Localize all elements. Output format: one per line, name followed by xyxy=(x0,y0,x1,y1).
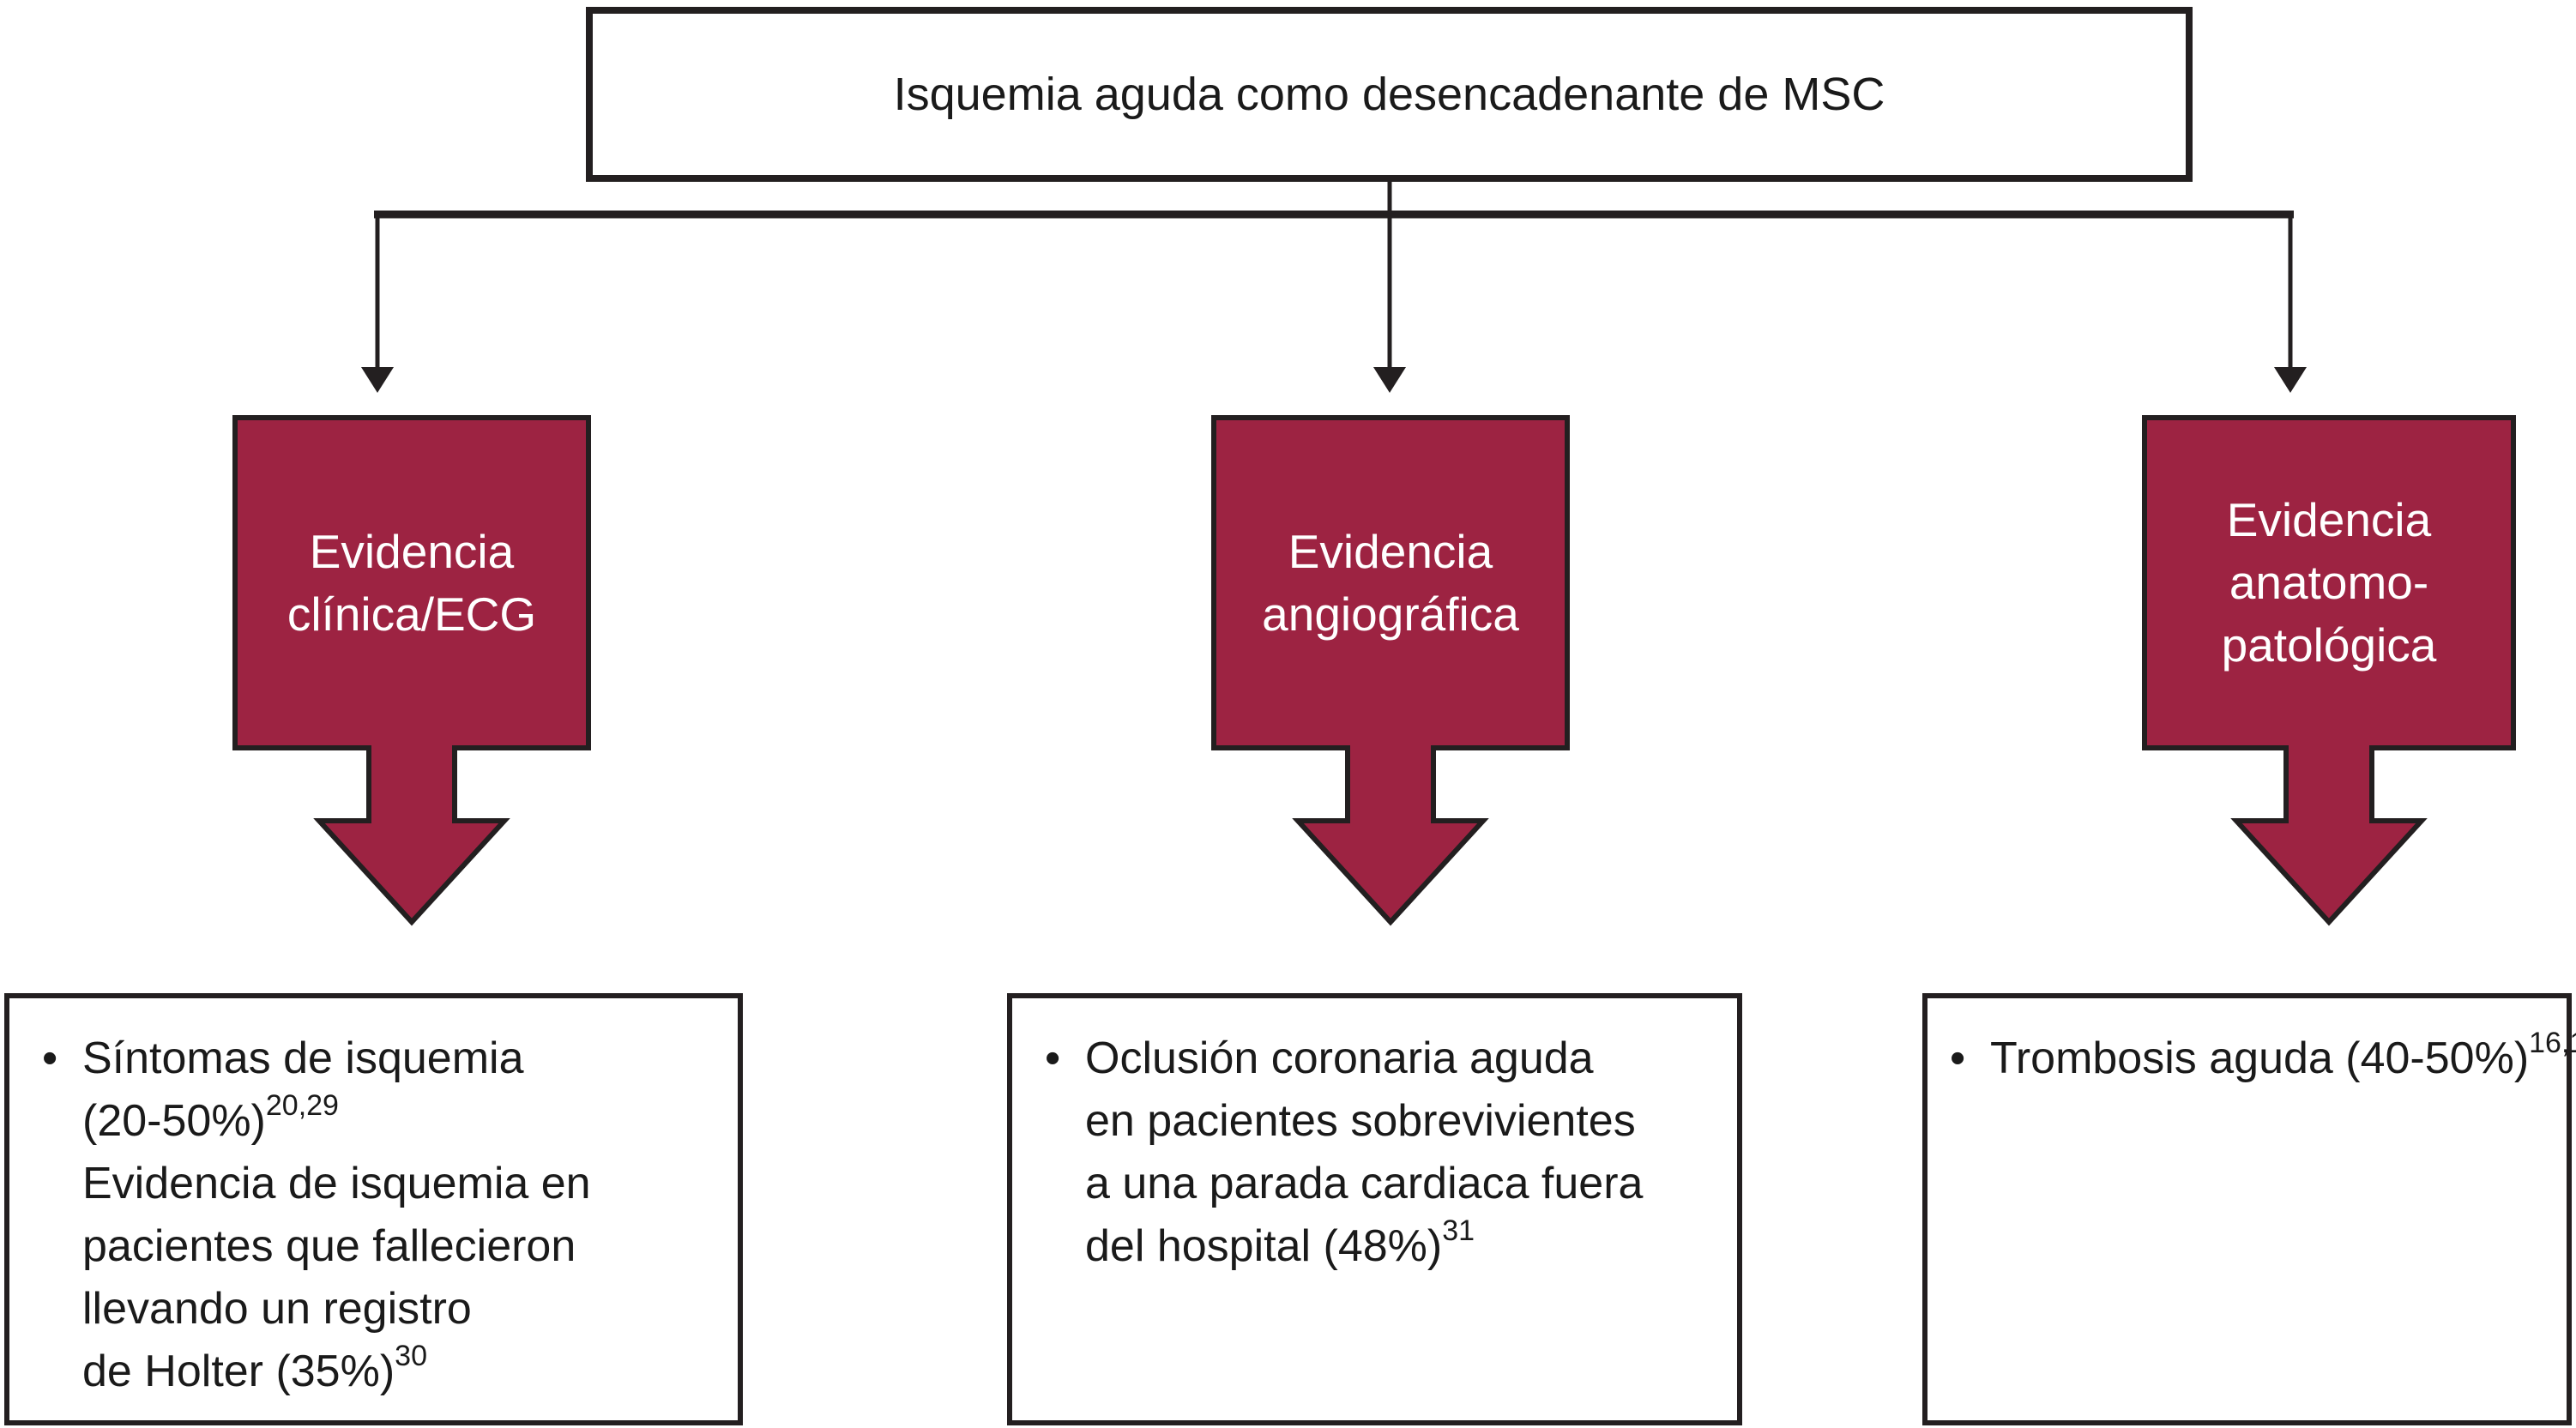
reference-superscript: 30 xyxy=(395,1340,427,1372)
arrowhead-icon xyxy=(361,367,394,393)
branch-box-label-line: angiográfica xyxy=(1262,587,1519,641)
bullet-icon: • xyxy=(1950,1033,1966,1083)
arrowhead-icon xyxy=(1373,367,1406,393)
detail-line: • Trombosis aguda (40-50%)16,17 xyxy=(1950,1027,2576,1090)
root-box-label: Isquemia aguda como desencadenante de MS… xyxy=(893,69,1885,120)
branch-box-label-line: anatomo- xyxy=(2229,556,2429,609)
evidence-box-clinical-ecg: Evidencia clínica/ECG xyxy=(235,418,588,748)
detail-line: llevando un registro xyxy=(82,1278,738,1341)
detail-line: del hospital (48%)31 xyxy=(1085,1215,1737,1278)
detail-line: (20-50%)20,29 xyxy=(82,1090,738,1153)
detail-box-anatomopathologic: • Trombosis aguda (40-50%)16,17 xyxy=(1922,993,2576,1425)
detail-line: de Holter (35%)30 xyxy=(82,1341,738,1403)
branch-box-label-line: Evidencia xyxy=(309,524,515,578)
detail-line: Evidencia de isquemia en xyxy=(82,1153,738,1215)
branch-box-label-line: clínica/ECG xyxy=(287,587,537,641)
detail-text: a una parada cardiaca fuera xyxy=(1085,1159,1644,1208)
detail-text: pacientes que fallecieron xyxy=(82,1221,576,1271)
reference-superscript: 20,29 xyxy=(265,1089,339,1122)
branch-box-label-line: Evidencia xyxy=(1288,524,1493,578)
detail-text: Síntomas de isquemia xyxy=(82,1033,524,1083)
detail-text: Trombosis aguda (40-50%) xyxy=(1990,1033,2530,1083)
detail-line: • Oclusión coronaria aguda xyxy=(1045,1027,1737,1090)
detail-text: en pacientes sobrevivientes xyxy=(1085,1096,1636,1146)
arrowhead-icon xyxy=(2274,367,2307,393)
detail-text: Evidencia de isquemia en xyxy=(82,1159,591,1208)
detail-text: llevando un registro xyxy=(82,1284,472,1334)
root-box: Isquemia aguda como desencadenante de MS… xyxy=(586,7,2193,182)
detail-text: (20-50%) xyxy=(82,1096,266,1146)
detail-text: del hospital (48%) xyxy=(1085,1221,1443,1271)
detail-line: pacientes que fallecieron xyxy=(82,1215,738,1278)
detail-text: Oclusión coronaria aguda xyxy=(1085,1033,1594,1083)
branch-box-label-line: Evidencia xyxy=(2226,493,2432,546)
branch-box-label-line: patológica xyxy=(2221,618,2437,672)
detail-text: de Holter (35%) xyxy=(82,1347,395,1396)
reference-superscript: 31 xyxy=(1442,1214,1475,1247)
bullet-icon: • xyxy=(1045,1033,1061,1083)
evidence-box-angiographic: Evidencia angiográfica xyxy=(1214,418,1567,748)
reference-superscript: 16,17 xyxy=(2529,1027,2576,1059)
detail-line: • Síntomas de isquemia xyxy=(42,1027,738,1090)
evidence-arrow-shape-angiographic xyxy=(1211,415,1570,926)
evidence-box-anatomopathologic: Evidencia anatomo-patológica xyxy=(2145,418,2513,748)
bullet-icon: • xyxy=(42,1033,58,1083)
evidence-arrow-shape-anatomopathologic xyxy=(2142,415,2516,926)
evidence-arrow-shape-clinical xyxy=(232,415,591,926)
detail-line: en pacientes sobrevivientes xyxy=(1085,1090,1737,1153)
detail-box-angiographic: • Oclusión coronaria aguda en pacientes so… xyxy=(1007,993,1742,1425)
detail-line: a una parada cardiaca fuera xyxy=(1085,1153,1737,1215)
